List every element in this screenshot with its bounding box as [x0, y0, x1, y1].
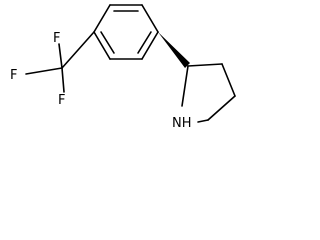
benzene-bond-3 [141, 31, 159, 60]
pyrrolidine-bond-5 [197, 119, 209, 123]
amine-nh-label: NH [172, 116, 192, 131]
benzene-double-bond-3 [100, 31, 115, 54]
benzene-double-bond-2 [137, 31, 152, 54]
structure-canvas: F F F NH [0, 0, 247, 135]
benzene-bond-2 [141, 4, 159, 33]
pyrrolidine-bond-1 [187, 63, 223, 67]
pyrrolidine-bond-4 [181, 65, 189, 107]
fluorine-label-2: F [10, 68, 17, 83]
ring-to-cf3-bond [61, 31, 95, 69]
fluorine-label-1: F [53, 31, 60, 46]
cf-bond-1 [58, 43, 63, 69]
wedge-bond [158, 32, 190, 68]
trifluoromethyl-group: F F F [10, 31, 65, 108]
benzene-bond-6 [93, 4, 111, 33]
cf-bond-3 [61, 67, 65, 93]
pyrrolidine-ring: NH [172, 63, 236, 131]
fluorine-label-3: F [58, 93, 65, 108]
pyrrolidine-bond-2 [221, 63, 236, 97]
pyrrolidine-bond-3 [207, 95, 236, 121]
molecule-structure: F F F NH [10, 4, 236, 131]
benzene-bond-5 [93, 31, 111, 60]
benzene-ring [93, 4, 159, 60]
cf-bond-2 [25, 67, 63, 75]
